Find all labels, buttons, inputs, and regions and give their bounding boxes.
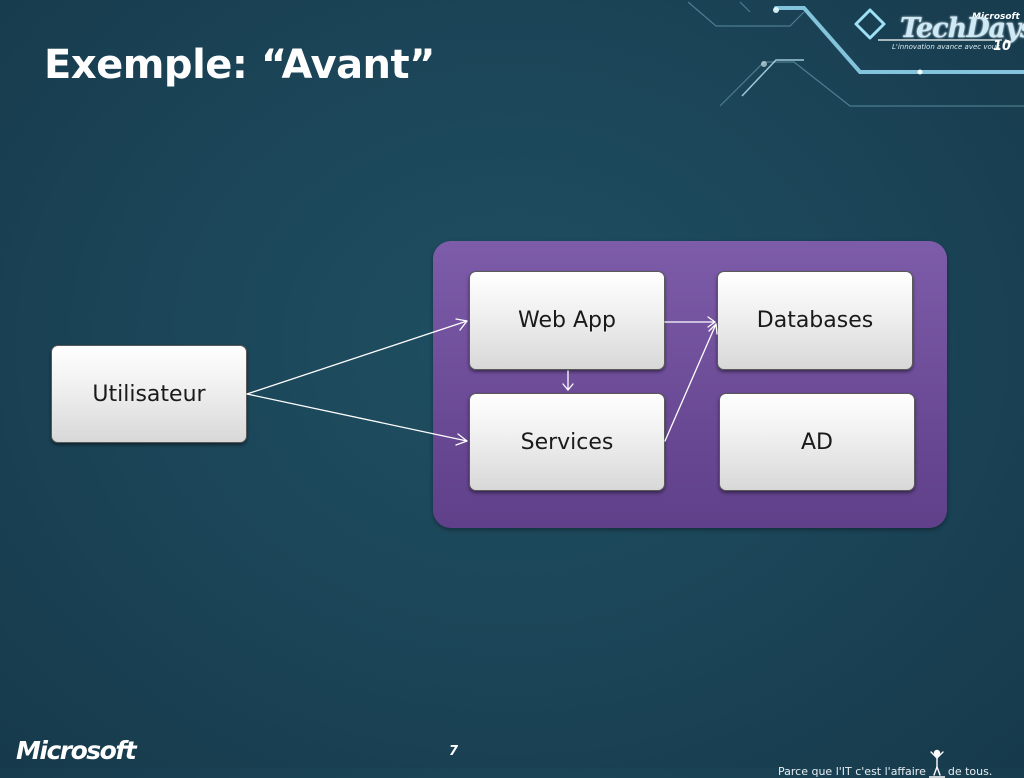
- node-databases: Databases: [717, 271, 913, 370]
- decorative-circuit-lines: [687, 1, 1024, 107]
- node-databases-label: Databases: [756, 308, 874, 333]
- page-number: 7: [449, 744, 459, 759]
- arrow-user-to-services: [246, 393, 468, 446]
- person-figure-icon: [928, 749, 945, 778]
- node-web-app: Web App: [469, 271, 665, 370]
- techdays-tagline: L'innovation avance avec vous: [892, 43, 1000, 51]
- node-utilisateur-label: Utilisateur: [92, 381, 206, 407]
- techdays-year: 10: [993, 39, 1012, 54]
- node-ad: AD: [719, 393, 915, 491]
- slide-title: Exemple: “Avant”: [44, 42, 435, 88]
- node-services-label: Services: [520, 429, 614, 455]
- tagline-left: Parce que l'IT c'est l'affaire: [778, 765, 926, 778]
- arrow-webapp-to-services: [562, 370, 574, 391]
- node-utilisateur: Utilisateur: [51, 345, 247, 443]
- arrow-webapp-to-databases: [664, 316, 716, 328]
- techdays-microsoft-label: Microsoft: [972, 12, 1020, 22]
- node-ad-label: AD: [801, 429, 833, 455]
- techdays-name: TechDays: [900, 13, 1024, 44]
- techdays-logo-icon: [854, 8, 1002, 41]
- node-web-app-label: Web App: [518, 308, 616, 333]
- arrow-services-to-databases: [664, 323, 718, 442]
- microsoft-logo: Microsoft: [16, 736, 137, 765]
- arrow-user-to-webapp: [246, 318, 468, 395]
- footer-tagline: Parce que l'IT c'est l'affaire de tous.: [778, 748, 992, 778]
- node-services: Services: [469, 393, 665, 491]
- tagline-right: de tous.: [947, 765, 993, 778]
